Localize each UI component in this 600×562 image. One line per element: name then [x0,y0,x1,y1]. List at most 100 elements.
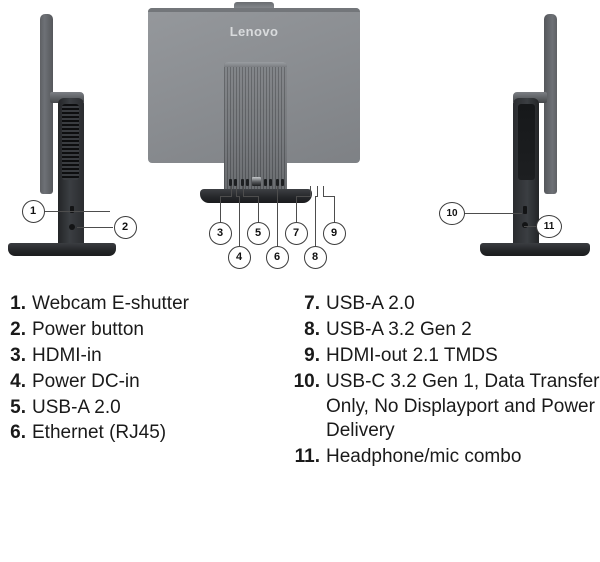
stand-base [480,243,590,256]
leader-line-8 [315,196,316,246]
callout-5[interactable]: 5 [246,221,270,245]
port-cluster [224,176,287,188]
stand-column-top [224,62,287,67]
leader-line-1 [45,211,110,212]
callout-1[interactable]: 1 [21,199,45,223]
leader-line-2 [77,227,113,228]
legend-column-right: 7. USB-A 2.0 8. USB-A 3.2 Gen 2 9. HDMI-… [288,292,600,471]
webcam-eshutter-port [70,206,74,213]
usb-c-port [523,206,527,214]
legend-item-1: 1. Webcam E-shutter [4,292,284,317]
display-panel-edge [544,14,557,194]
legend-label: USB-A 2.0 [326,293,415,314]
legend-label: Webcam E-shutter [32,293,189,314]
callout-3[interactable]: 3 [208,221,232,245]
leader-line-4 [239,196,240,246]
right-side-view [440,0,600,288]
hdmi-in-port [229,179,232,186]
callout-7[interactable]: 7 [284,221,308,245]
webcam-bump [234,2,274,10]
legend-label: Power button [32,318,144,340]
leader-line-5-riser [243,186,244,197]
leader-line-3 [220,196,221,222]
legend-item-7: 7. USB-A 2.0 [288,292,600,317]
legend-list-right: 7. USB-A 2.0 8. USB-A 3.2 Gen 2 9. HDMI-… [288,292,600,470]
legend-item-8: 8. USB-A 3.2 Gen 2 [288,318,600,343]
leader-line-4-h [236,196,240,197]
legend-label: Power DC-in [32,370,140,392]
legend-label: HDMI-in [32,344,102,366]
legend-number: 3. [10,344,26,366]
legend-label: Ethernet (RJ45) [32,422,167,444]
leader-line-3-riser [231,186,232,197]
power-dc-in-port [234,179,237,186]
legend-item-2: 2. Power button [4,318,284,343]
leader-line-6 [277,196,278,246]
leader-line-7-h [296,196,310,197]
legend-list-left: 1. Webcam E-shutter 2. Power button 3. H… [4,292,284,446]
vent-slats [62,104,79,180]
legend-label: USB-A 3.2 Gen 2 [326,318,472,340]
rear-panel-top-edge [148,8,360,12]
legend-item-5: 5. USB-A 2.0 [4,396,284,421]
usb-a-20-port-7 [264,179,267,186]
legend-number: 7. [304,293,320,314]
callout-4[interactable]: 4 [227,245,251,269]
usb-a-20-port-5 [241,179,244,186]
leader-line-9 [334,196,335,222]
legend-number: 1. [10,293,26,314]
product-diagram: Lenovo [0,0,600,288]
leader-line-8-h [315,196,317,197]
rear-view: Lenovo [148,0,364,288]
callout-8[interactable]: 8 [303,245,327,269]
lenovo-logo: Lenovo [229,24,279,39]
usb-a-32-gen2-port [269,179,272,186]
leader-line-5-h [243,196,259,197]
leader-line-6-riser [277,186,278,197]
leader-line-9-h [323,196,335,197]
legend-item-4: 4. Power DC-in [4,370,284,395]
legend-number: 4. [10,370,26,392]
usb-a-20-port-5b [246,179,249,186]
legend-label: HDMI-out 2.1 TMDS [326,344,498,366]
leader-line-8-riser [317,186,318,197]
legend-number: 2. [10,318,26,340]
leader-line-7 [296,196,297,222]
callout-2[interactable]: 2 [113,215,137,239]
leader-line-7-riser [310,186,311,197]
legend-item-6: 6. Ethernet (RJ45) [4,421,284,446]
power-button [69,224,75,230]
legend: 1. Webcam E-shutter 2. Power button 3. H… [0,292,600,562]
stand-hinge [513,92,547,103]
vent-panel [518,104,535,180]
ribbed-stand-column [224,62,287,194]
callout-11[interactable]: 11 [536,214,562,238]
legend-number: 6. [10,422,26,444]
stand-base [8,243,116,256]
legend-label: Headphone/mic combo [326,446,522,468]
leader-line-9-riser [323,186,324,197]
legend-item-9: 9. HDMI-out 2.1 TMDS [288,344,600,369]
headphone-mic-jack [522,222,528,228]
legend-number: 10. [293,370,320,392]
callout-10[interactable]: 10 [439,201,465,225]
legend-item-11: 11. Headphone/mic combo [288,445,600,470]
legend-label: USB-C 3.2 Gen 1, Data Transfer Only, No … [326,370,600,442]
leader-line-11 [524,226,538,227]
hdmi-out-port [276,179,279,186]
leader-line-10 [464,213,522,214]
legend-label: USB-A 2.0 [32,396,121,418]
hdmi-out-port-b [281,179,284,186]
callout-6[interactable]: 6 [265,245,289,269]
left-side-view [0,0,160,288]
legend-number: 11. [294,446,320,468]
legend-number: 5. [10,396,26,418]
stand-hinge [50,92,84,103]
legend-number: 9. [304,344,320,366]
legend-column-left: 1. Webcam E-shutter 2. Power button 3. H… [4,292,284,447]
leader-line-4-riser [236,186,237,197]
ethernet-rj45-port [252,177,261,186]
leader-line-5 [258,196,259,222]
callout-9[interactable]: 9 [322,221,346,245]
legend-item-3: 3. HDMI-in [4,344,284,369]
